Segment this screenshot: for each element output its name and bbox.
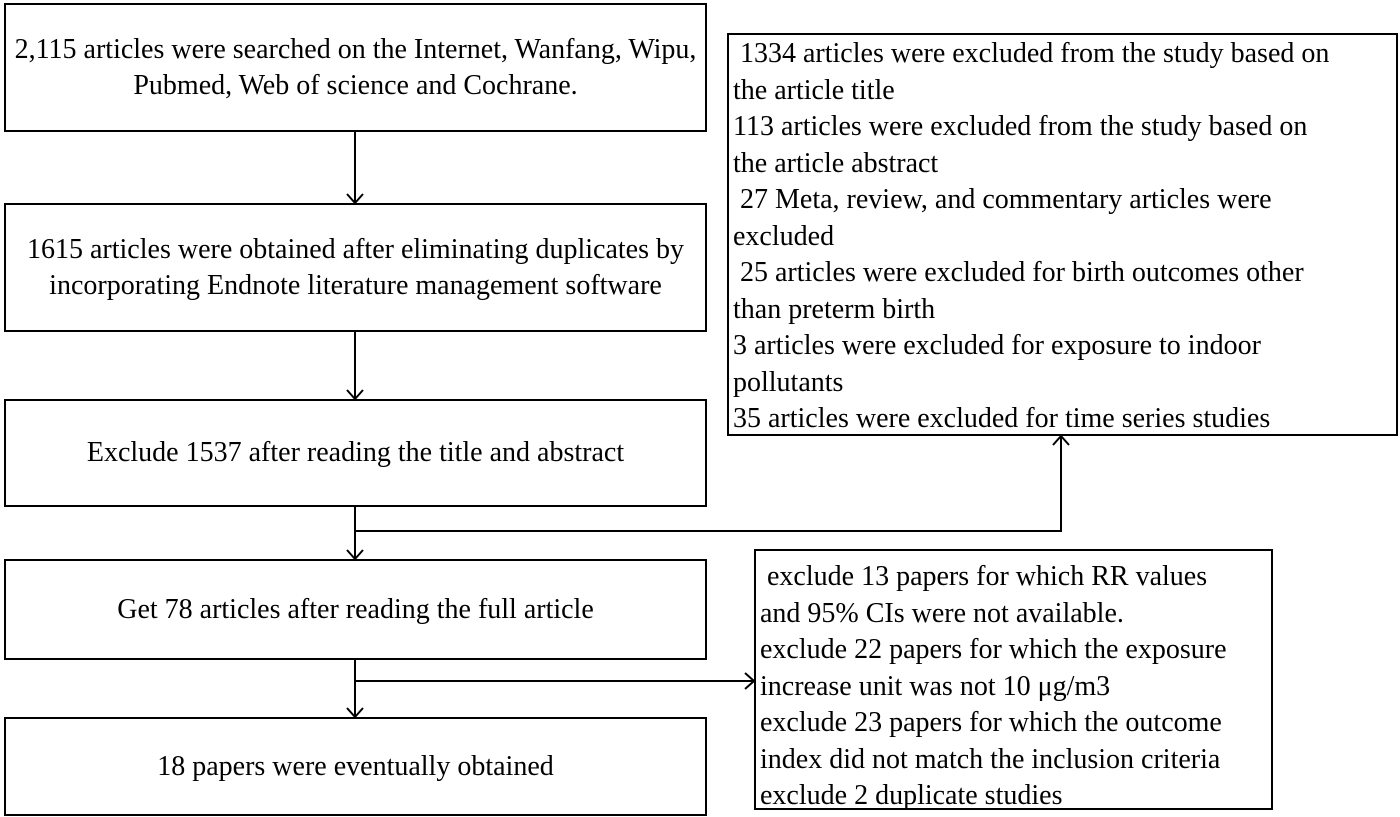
exclusion-line: excluded	[733, 220, 835, 252]
exclusion-line: exclude 13 papers for which RR values	[760, 561, 1208, 592]
exclusion-line: 3 articles were excluded for exposure to…	[733, 330, 1261, 361]
exclusion-line: than preterm birth	[733, 293, 936, 325]
flow-box-full-text-text: Get 78 articles after reading the full a…	[117, 593, 594, 625]
flow-box-full-text: Get 78 articles after reading the full a…	[4, 559, 707, 660]
exclusion-line: exclude 22 papers for which the exposure	[760, 634, 1227, 665]
exclusion-line: 27 Meta, review, and commentary articles…	[733, 184, 1272, 215]
exclusion-line: and 95% CIs were not available.	[760, 597, 1124, 629]
exclusion-line: 35 articles were excluded for time serie…	[733, 403, 1271, 434]
exclusion-line: 25 articles were excluded for birth outc…	[733, 257, 1304, 288]
exclusion-line: exclude 23 papers for which the outcome	[760, 707, 1222, 738]
exclusion-line: exclude 2 duplicate studies	[760, 780, 1063, 811]
flow-box-search-text: 2,115 articles were searched on the Inte…	[14, 33, 697, 101]
flow-box-title-abstract-screen: Exclude 1537 after reading the title and…	[4, 399, 707, 507]
exclusion-box-full-text: exclude 13 papers for which RR values an…	[754, 549, 1273, 811]
exclusion-line: index did not match the inclusion criter…	[760, 743, 1221, 775]
flow-box-title-abstract-text: Exclude 1537 after reading the title and…	[86, 437, 625, 468]
flow-box-deduplicated-text: 1615 articles were obtained after elimin…	[27, 233, 684, 301]
exclusion-line: the article title	[733, 74, 895, 106]
exclusion-line: 113 articles were excluded from the stud…	[733, 111, 1308, 142]
exclusion-box-screening: 1334 articles were excluded from the stu…	[727, 33, 1398, 436]
exclusion-line: 1334 articles were excluded from the stu…	[733, 38, 1330, 69]
flow-box-search: 2,115 articles were searched on the Inte…	[4, 3, 707, 132]
flow-box-final: 18 papers were eventually obtained	[4, 717, 707, 816]
flow-box-deduplicated: 1615 articles were obtained after elimin…	[4, 203, 707, 332]
flow-box-final-text: 18 papers were eventually obtained	[157, 750, 554, 782]
branch-to-exclusion-1	[355, 436, 1062, 532]
exclusion-line: increase unit was not 10 μg/m3	[760, 670, 1111, 702]
exclusion-line: the article abstract	[733, 147, 939, 179]
exclusion-line: pollutants	[733, 366, 844, 398]
